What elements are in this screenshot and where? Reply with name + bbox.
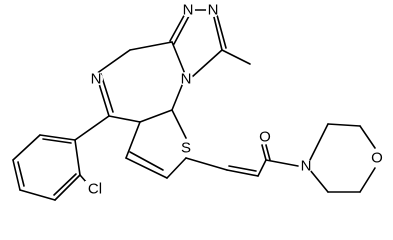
bond	[129, 41, 173, 51]
bond	[327, 123, 361, 127]
bond	[74, 139, 81, 176]
bond	[171, 41, 186, 75]
bond	[125, 121, 141, 159]
atom-label: Cl	[88, 181, 102, 198]
bond	[359, 167, 376, 193]
bond	[216, 14, 227, 49]
bond	[309, 169, 329, 193]
bond	[173, 15, 190, 45]
atom-n-morpholine: N	[299, 158, 313, 175]
thiophene-ring	[125, 109, 187, 179]
bond	[53, 173, 77, 196]
bond	[12, 159, 21, 191]
morpholine-ring	[309, 123, 376, 193]
atom-label: N	[91, 71, 102, 88]
bond	[212, 12, 223, 51]
bond	[108, 115, 141, 123]
bond	[54, 174, 81, 201]
atom-label: N	[181, 71, 192, 88]
atom-n-triazole-top-left: N	[181, 2, 195, 19]
acryloyl-chain	[185, 144, 299, 177]
bond	[74, 115, 110, 141]
atom-o-carbonyl: O	[258, 129, 272, 146]
bond	[309, 123, 329, 161]
atom-label: O	[371, 150, 383, 167]
bond	[261, 144, 267, 161]
bond	[12, 134, 41, 161]
bond	[42, 138, 72, 144]
atom-s-thiophene: S	[179, 140, 193, 157]
bond	[100, 73, 114, 113]
atom-n-triazole-top-right: N	[206, 2, 220, 19]
atom-label: N	[208, 2, 219, 19]
atom-n-triazole-fused: N	[179, 71, 193, 88]
atom-label: O	[259, 129, 271, 146]
atom-n-diazepine-imine: N	[89, 71, 103, 88]
triazole-ring	[169, 9, 251, 78]
methyl-bond	[221, 49, 251, 65]
bond	[139, 109, 173, 123]
bond	[265, 144, 271, 161]
atom-label: S	[181, 140, 191, 157]
atom-o-morpholine: O	[370, 150, 384, 167]
bond	[265, 159, 299, 167]
bond	[169, 11, 187, 42]
bond	[171, 109, 187, 139]
bond	[226, 169, 259, 177]
atom-label: N	[301, 158, 312, 175]
bond	[39, 134, 76, 141]
bond	[191, 49, 223, 78]
atom-cl-chloro: Cl	[85, 181, 105, 198]
bond	[359, 125, 376, 149]
bond	[185, 157, 228, 171]
chlorophenyl-ring	[12, 115, 110, 201]
bond	[17, 161, 25, 187]
atom-label: N	[183, 2, 194, 19]
bond	[95, 49, 131, 75]
bond	[129, 151, 164, 171]
bond	[228, 165, 257, 172]
chemical-structure-diagram: N N N N S O N O Cl	[12, 2, 384, 201]
bond	[19, 189, 56, 201]
bond	[166, 157, 187, 179]
bond	[257, 159, 267, 177]
bond	[125, 157, 168, 179]
